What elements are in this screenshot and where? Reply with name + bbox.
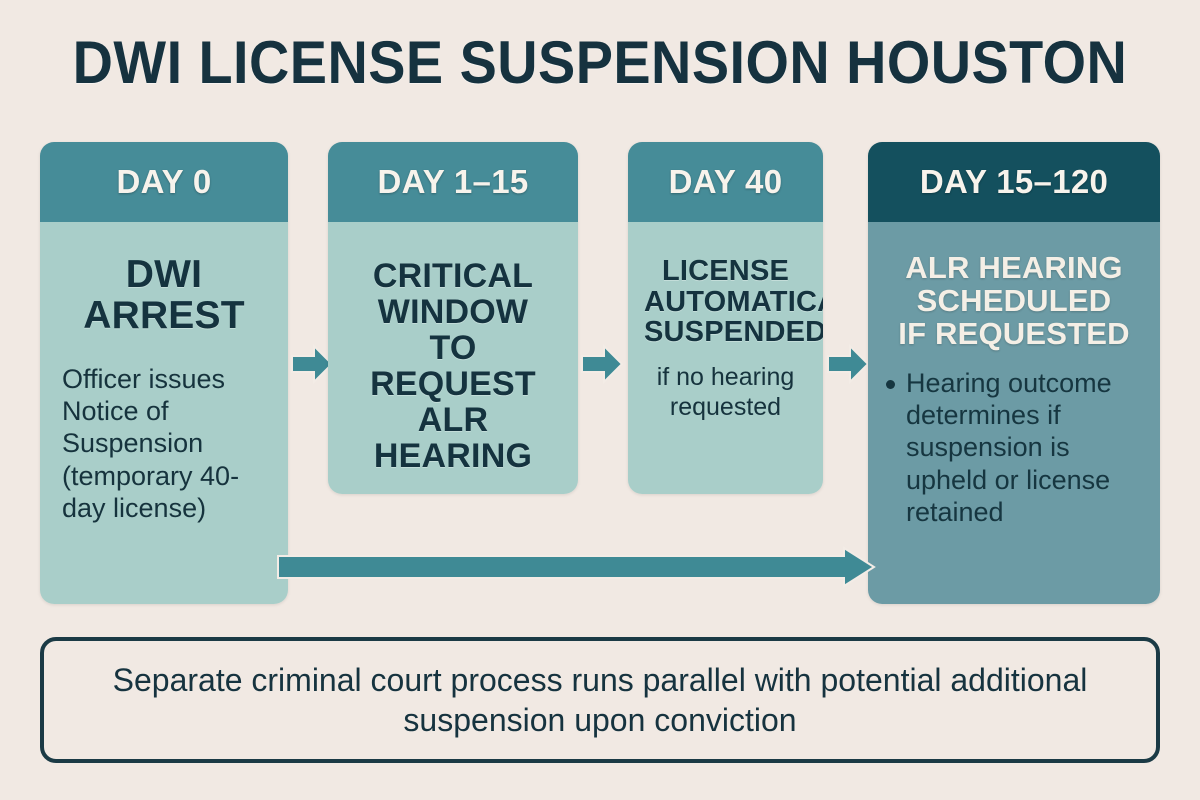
bullet-text: Hearing outcome determines if suspension… [906, 367, 1112, 528]
arrow-right-icon-day0-to-day1 [290, 342, 334, 386]
page-title: DWI LICENSE SUSPENSION HOUSTON [72, 29, 1128, 96]
timeline-card-header-day-1-15: DAY 1–15 [328, 142, 578, 222]
footer-note-banner: Separate criminal court process runs par… [40, 637, 1160, 763]
arrow-right-icon-day1-to-day40 [580, 342, 624, 386]
timeline-card-header-day-15-120: DAY 15–120 [868, 142, 1160, 222]
list-item: Hearing outcome determines if suspension… [884, 367, 1144, 529]
arrow-right-icon-day40-to-hearing [826, 342, 870, 386]
timeline-card-text-day-40: if no hearing requested [656, 363, 795, 422]
timeline-card-body-day-40: LICENSEAUTOMATICALLYSUSPENDED if no hear… [628, 222, 823, 494]
timeline-card-title-day-40: LICENSEAUTOMATICALLYSUSPENDED [644, 255, 823, 349]
timeline-card-header-day-0: DAY 0 [40, 142, 288, 222]
long-arrow-right-icon-day0-to-hearing [276, 546, 876, 588]
timeline-card-bullet-list-day-15-120: Hearing outcome determines if suspension… [884, 367, 1144, 529]
timeline-card-text-day-0: Officer issues Notice of Suspension (tem… [62, 363, 240, 524]
timeline-card-day-40: DAY 40 LICENSEAUTOMATICALLYSUSPENDED if … [628, 142, 823, 494]
bullet-dot-icon [886, 379, 895, 389]
timeline-card-header-day-40: DAY 40 [628, 142, 823, 222]
footer-note-text: Separate criminal court process runs par… [112, 661, 1088, 738]
